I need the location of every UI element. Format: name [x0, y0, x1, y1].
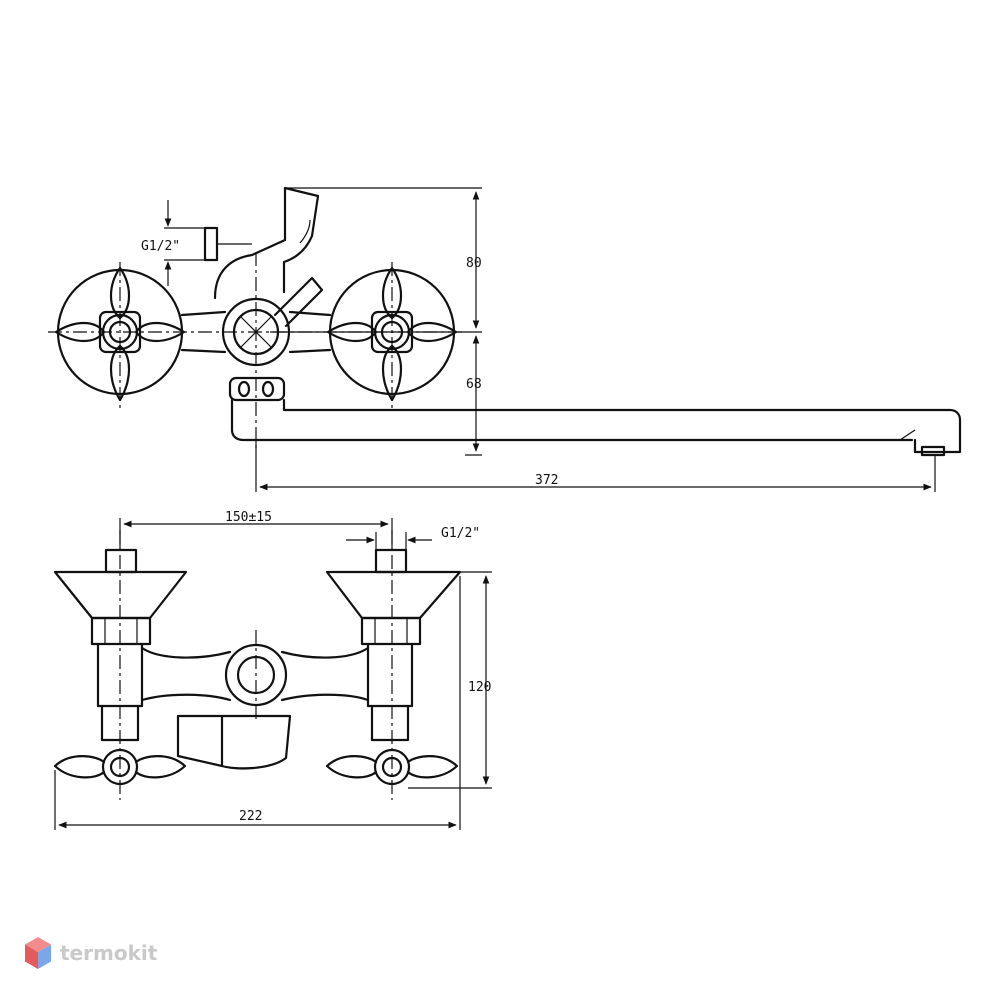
dim-spout-length: 372 — [535, 473, 558, 488]
watermark: termokit — [24, 936, 157, 970]
spout — [230, 398, 962, 457]
dimensions: G1/2" 80 68 372 150±15 G1/2" 120 222 — [54, 187, 936, 830]
dim-body-height: 120 — [468, 680, 491, 695]
shower-outlet — [203, 186, 320, 300]
dim-overall-width: 222 — [239, 809, 262, 824]
hexagon-logo-icon — [25, 937, 51, 969]
dim-bottom-thread: G1/2" — [441, 526, 480, 541]
side-view — [53, 530, 462, 800]
dim-height-lower: 68 — [466, 377, 482, 392]
watermark-text: termokit — [60, 941, 158, 965]
dim-center-distance: 150±15 — [225, 510, 272, 525]
dim-height-upper: 80 — [466, 256, 482, 271]
right-valve-side — [325, 548, 462, 786]
dim-top-thread: G1/2" — [141, 239, 180, 254]
